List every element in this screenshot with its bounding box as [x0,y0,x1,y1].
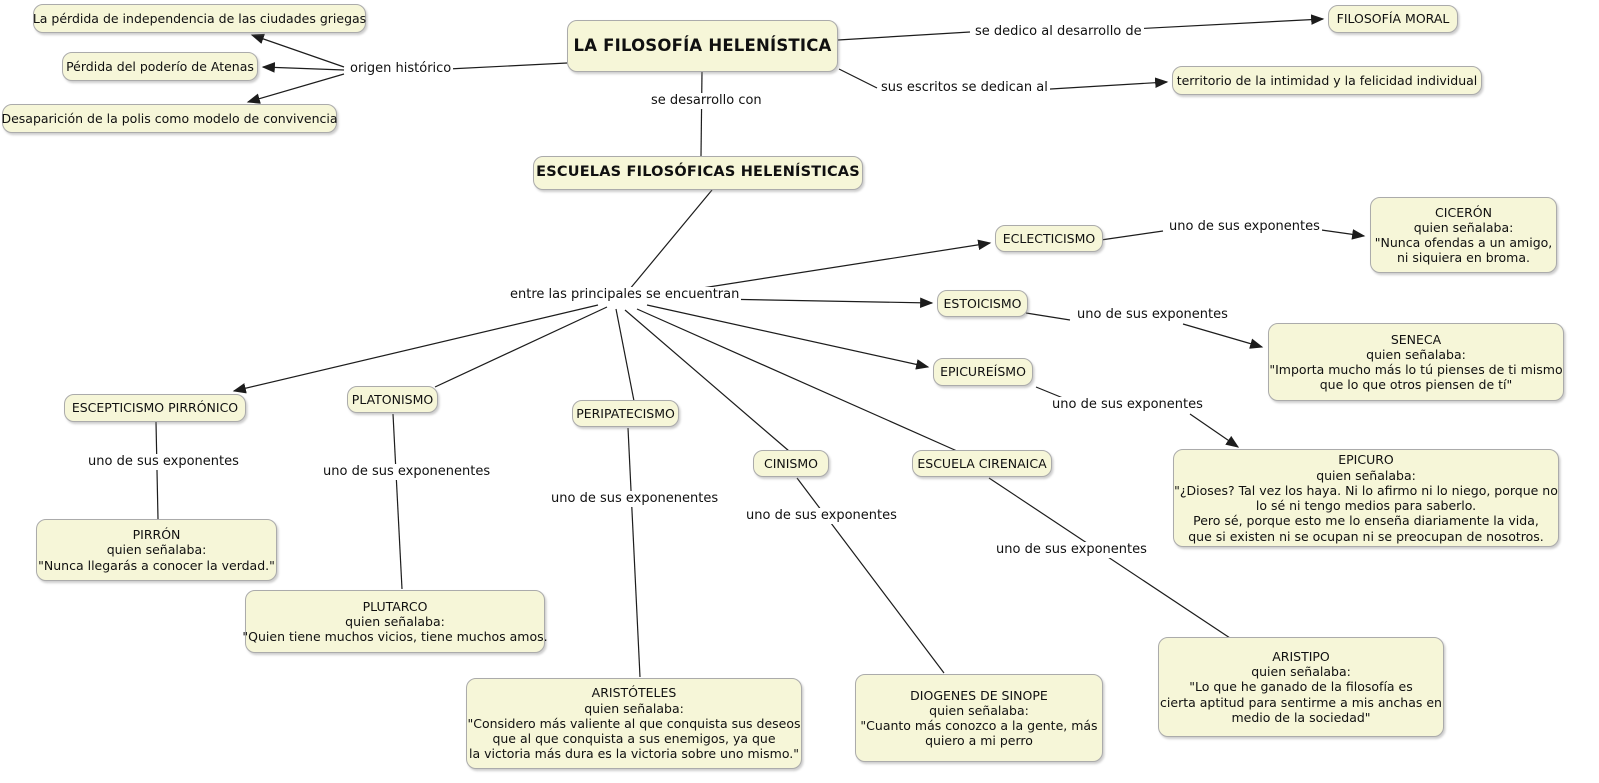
edge-escuela-cirenaica-to-aristipo [988,477,1234,641]
link-label-se-desarrollo[interactable]: se desarrollo con [649,93,764,110]
concept-node-perdida-poderio[interactable]: Pérdida del poderío de Atenas [62,52,258,81]
edge-sus-escritos-to-territorio-intimidad [1033,77,1169,91]
edge-filosofia-helenistica-to-origen-historico [447,62,568,70]
edge-exp-epicureismo-to-epicuro [1189,413,1240,448]
edge-origen-historico-to-perdida-poderio [261,62,345,73]
link-label-exp-estoicismo[interactable]: uno de sus exponentes [1075,307,1230,324]
concept-node-escuelas-filosoficas[interactable]: ESCUELAS FILOSÓFICAS HELENÍSTICAS [533,156,863,190]
concept-node-filosofia-moral[interactable]: FILOSOFÍA MORAL [1328,5,1458,33]
edge-filosofia-helenistica-to-escuelas-filosoficas [700,71,703,157]
link-label-exp-eclecticismo[interactable]: uno de sus exponentes [1167,219,1322,236]
concept-node-diogenes[interactable]: DIOGENES DE SINOPE quien señalaba: "Cuan… [855,674,1103,762]
concept-node-epicuro[interactable]: EPICURO quien señalaba: "¿Dioses? Tal ve… [1173,449,1559,547]
link-label-entre-principales[interactable]: entre las principales se encuentran [508,287,742,304]
concept-node-perdida-independencia[interactable]: La pérdida de independencia de las ciuda… [33,4,366,33]
link-label-exp-cirenaica[interactable]: uno de sus exponentes [994,542,1149,559]
concept-node-filosofia-helenistica[interactable]: LA FILOSOFÍA HELENÍSTICA [567,20,838,72]
link-label-exp-cinismo[interactable]: uno de sus exponentes [744,508,899,525]
edge-epicureismo-to-exp-epicureismo [1035,386,1064,399]
edge-entre-principales-to-peripatecismo [615,308,635,402]
concept-node-escuela-cirenaica[interactable]: ESCUELA CIRENAICA [912,450,1052,477]
concept-node-aristoteles[interactable]: ARISTÓTELES quien señalaba: "Considero m… [466,678,802,769]
edge-entre-principales-to-platonismo [434,306,608,388]
link-label-sus-escritos[interactable]: sus escritos se dedican al [879,80,1050,97]
link-label-exp-platonismo[interactable]: uno de sus exponenentes [321,464,493,481]
concept-node-peripatecismo[interactable]: PERIPATECISMO [572,400,679,427]
edge-entre-principales-to-escuela-cirenaica [636,308,958,452]
concept-node-pirron[interactable]: PIRRÓN quien señalaba: "Nunca llegarás a… [36,519,277,581]
edge-peripatecismo-to-aristoteles [627,427,641,678]
link-label-se-dedico[interactable]: se dedico al desarrollo de [973,24,1144,41]
edge-entre-principales-to-estoicismo [715,297,934,309]
edge-entre-principales-to-escepticismo-pirronico [232,304,599,394]
link-label-exp-escepticismo[interactable]: uno de sus exponentes [86,454,241,471]
edge-se-dedico-to-filosofia-moral [1131,14,1325,30]
concept-node-desaparicion-polis[interactable]: Desaparición de la polis como modelo de … [1,104,338,133]
edge-filosofia-helenistica-to-se-dedico [837,31,971,41]
link-label-exp-epicureismo[interactable]: uno de sus exponentes [1050,397,1205,414]
concept-node-escepticismo-pirronico[interactable]: ESCEPTICISMO PIRRÓNICO [64,394,246,422]
concept-node-eclecticismo[interactable]: ECLECTICISMO [995,225,1103,252]
edge-entre-principales-to-eclecticismo [663,239,992,295]
edge-exp-estoicismo-to-seneca [1182,323,1264,349]
link-label-exp-peripatecismo[interactable]: uno de sus exponenentes [549,491,721,508]
edge-escepticismo-pirronico-to-pirron [155,421,159,520]
concept-node-seneca[interactable]: SENECA quien señalaba: "Importa mucho má… [1268,323,1564,401]
edge-filosofia-helenistica-to-sus-escritos [838,68,878,89]
concept-node-epicureismo[interactable]: EPICUREÍSMO [933,358,1033,386]
link-label-origen-historico[interactable]: origen histórico [348,61,454,78]
edge-entre-principales-to-epicureismo [646,304,930,370]
edge-entre-principales-to-cinismo [624,309,790,452]
concept-node-platonismo[interactable]: PLATONISMO [347,386,438,413]
concept-node-plutarco[interactable]: PLUTARCO quien señalaba: "Quien tiene mu… [242,590,548,653]
concept-node-aristipo[interactable]: ARISTIPO quien señalaba: "Lo que he gana… [1158,637,1444,737]
concept-node-ciceron[interactable]: CICERÓN quien señalaba: "Nunca ofendas a… [1370,197,1557,273]
edge-origen-historico-to-perdida-independencia [250,33,345,68]
edge-platonismo-to-plutarco [392,413,403,590]
edge-origen-historico-to-desaparicion-polis [246,73,345,104]
concept-node-cinismo[interactable]: CINISMO [753,450,829,477]
concept-node-territorio-intimidad[interactable]: territorio de la intimidad y la felicida… [1172,66,1482,95]
edge-estoicismo-to-exp-estoicismo [1025,312,1071,321]
concept-node-estoicismo[interactable]: ESTOICISMO [937,290,1028,317]
edge-escuelas-filosoficas-to-entre-principales [628,189,713,291]
